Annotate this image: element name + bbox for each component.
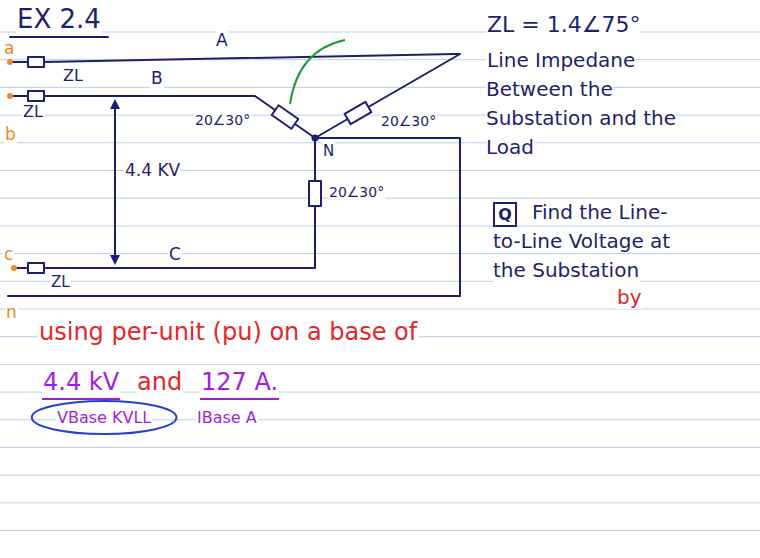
impedance-label: ZL — [22, 102, 44, 121]
base-value: 127 A. — [200, 368, 279, 396]
question-text: by — [616, 285, 643, 309]
impedance-value: 20∠30° — [194, 112, 251, 128]
arrowhead — [110, 255, 120, 265]
ruled-line — [0, 309, 760, 310]
terminal-label: n — [5, 302, 18, 322]
arrowhead — [110, 99, 120, 109]
note-text: Line Impedane Between the Substation and… — [486, 48, 676, 159]
voltage-label: 4.4 KV — [124, 160, 181, 180]
line-impedance — [28, 263, 44, 273]
question-text: Find the Line-to-Line Voltage at the Sub… — [493, 198, 683, 285]
base-name: VBase KVLL — [56, 408, 152, 427]
instruction-text: and — [136, 368, 183, 396]
node-label: N — [322, 142, 335, 160]
question-box: Q — [493, 202, 517, 227]
given-value: ZL = 1.4∠75° — [486, 12, 641, 37]
underline — [200, 398, 279, 400]
line-label: C — [168, 244, 182, 264]
terminal-dot — [7, 59, 13, 65]
terminal-label: b — [4, 124, 17, 144]
terminal-dot — [11, 265, 17, 271]
ruled-line — [0, 475, 760, 476]
impedance-value: 20∠30° — [194, 112, 251, 128]
note-text: Line Impedane Between the Substation and… — [486, 46, 686, 162]
example-title: EX 2.4 — [16, 4, 102, 34]
base-name: VBase KVLL — [56, 408, 152, 427]
ruled-line — [0, 32, 760, 33]
base-name: IBase A — [196, 408, 258, 427]
line-label: C — [168, 244, 182, 264]
line-impedance — [28, 91, 44, 101]
line-label: B — [150, 68, 164, 88]
ruled-line — [0, 447, 760, 448]
line-label: B — [150, 68, 164, 88]
underline — [42, 398, 120, 400]
node-label: N — [322, 142, 335, 160]
line-c-wire — [44, 138, 315, 268]
line-label: A — [215, 30, 229, 50]
title-underline — [10, 36, 108, 38]
impedance-value: 20∠30° — [328, 184, 385, 200]
terminal-label: c — [3, 244, 14, 264]
load-impedance — [272, 105, 299, 129]
base-name: IBase A — [196, 408, 258, 427]
question-mark: Q — [498, 205, 512, 224]
line-b-wire — [44, 96, 315, 138]
base-value: 4.4 kV — [42, 368, 120, 396]
voltage-arrow — [114, 106, 116, 258]
ruled-line — [0, 364, 760, 365]
load-impedance — [345, 102, 372, 124]
impedance-label: ZL — [50, 273, 71, 291]
terminal-label: a — [3, 38, 15, 58]
terminal-label: a — [3, 38, 15, 58]
line-label: A — [215, 30, 229, 50]
impedance-value: 20∠30° — [328, 184, 385, 200]
terminal-label: c — [3, 244, 14, 264]
instruction-text: and — [136, 368, 183, 396]
base-value: 4.4 kV — [42, 368, 120, 396]
base-value: 127 A. — [200, 368, 279, 396]
question-text: Find the Line-to-Line Voltage at the Sub… — [493, 200, 670, 282]
impedance-value: 20∠30° — [380, 113, 437, 129]
ruled-line — [0, 530, 760, 531]
neutral-wire — [8, 138, 460, 296]
impedance-label: ZL — [22, 102, 44, 121]
given-value: ZL = 1.4∠75° — [486, 12, 641, 37]
line-a-wire — [44, 54, 460, 113]
ruled-line — [0, 502, 760, 503]
impedance-label: ZL — [62, 66, 84, 85]
neutral-point — [312, 135, 319, 142]
ruled-line — [0, 87, 760, 88]
instruction-text: using per-unit (pu) on a base of — [38, 318, 418, 346]
line-impedance — [28, 57, 44, 67]
impedance-label: ZL — [50, 273, 71, 291]
question-text: by — [616, 285, 643, 309]
green-arc — [290, 40, 345, 104]
circle-mark — [32, 401, 177, 434]
terminal-label: b — [4, 124, 17, 144]
instruction-text: using per-unit (pu) on a base of — [38, 318, 418, 346]
terminal-label: n — [5, 302, 18, 322]
impedance-value: 20∠30° — [380, 113, 437, 129]
load-impedance — [309, 181, 321, 206]
title-text: EX 2.4 — [16, 4, 102, 34]
ruled-lines — [0, 32, 760, 531]
ruled-line — [0, 281, 760, 282]
voltage-label: 4.4 KV — [124, 160, 181, 180]
impedance-label: ZL — [62, 66, 84, 85]
terminal-dot — [7, 93, 13, 99]
